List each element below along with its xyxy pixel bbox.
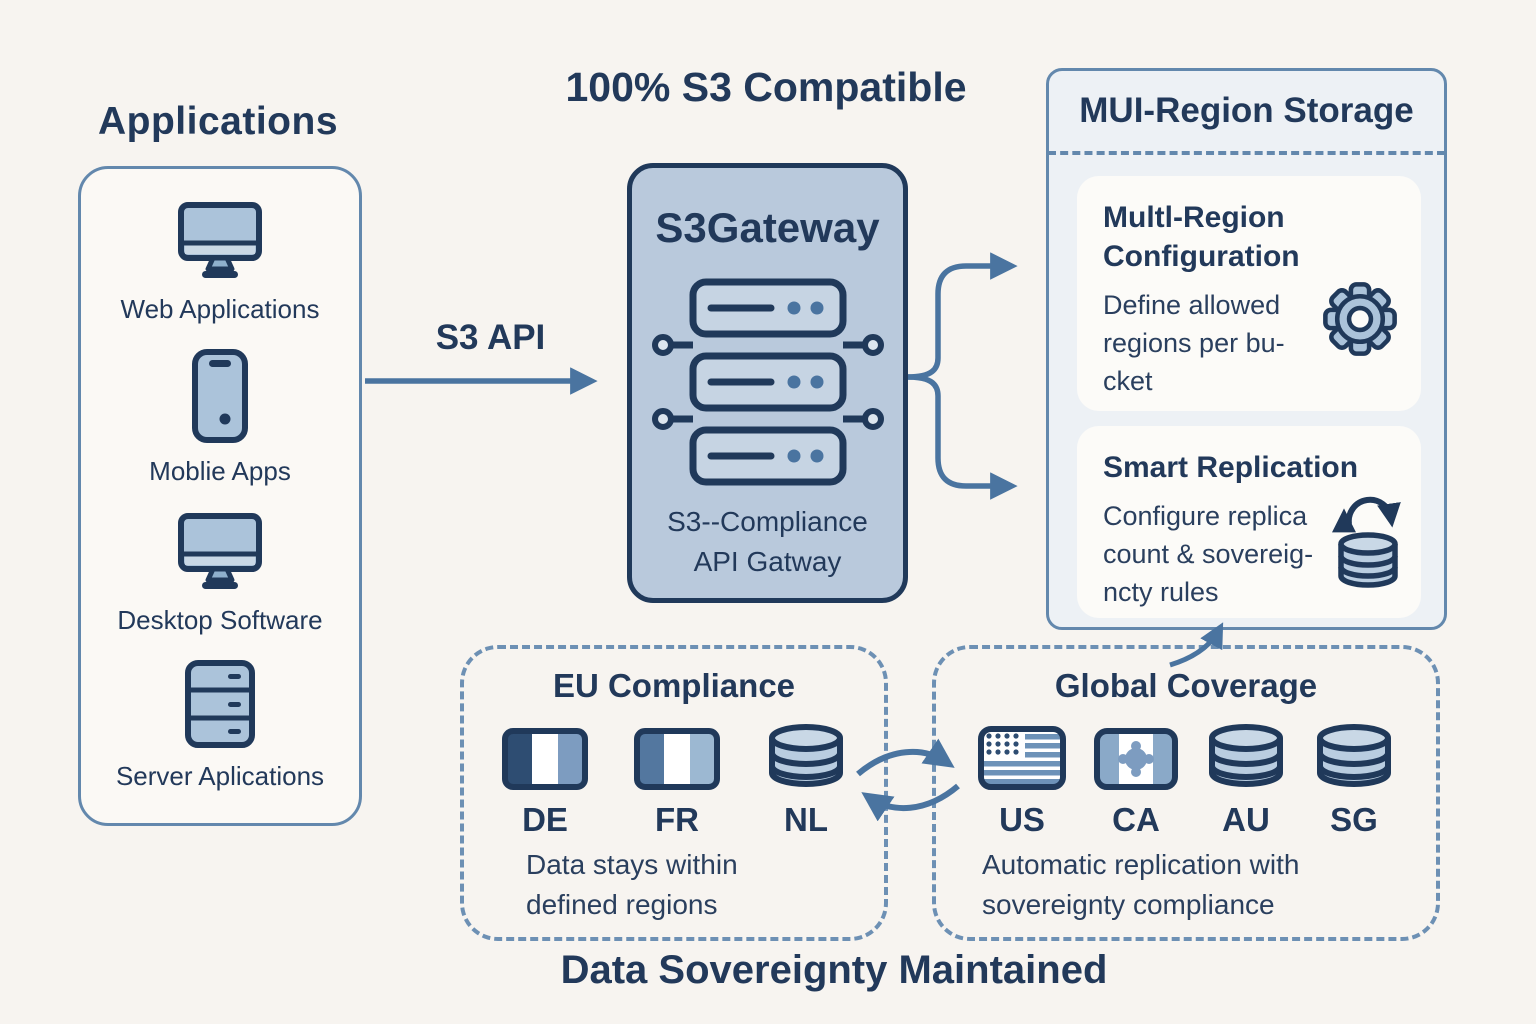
- card-title-line: Configuration: [1103, 240, 1300, 273]
- region-nl: NL: [765, 723, 847, 839]
- app-item-web-applications: Web Applications: [120, 200, 320, 325]
- region-sg: SG: [1313, 723, 1395, 839]
- us-flag-icon: [978, 726, 1066, 790]
- database-icon: [1209, 724, 1283, 787]
- s3-gateway-box: S3Gateway: [627, 163, 908, 603]
- multi-region-storage-box: MUI-Region Storage Multl-Region Configur…: [1046, 68, 1447, 630]
- eu-caption: Data stays within defined regions: [526, 845, 738, 925]
- server-icon: [184, 659, 255, 748]
- eu-caption-line: Data stays within: [526, 849, 738, 880]
- app-item-label: Web Applications: [120, 294, 320, 325]
- global-coverage-box: Global Coverage: [932, 645, 1440, 941]
- monitor-icon: [177, 202, 262, 279]
- global-region-row: US: [936, 723, 1436, 839]
- region-de: DE: [501, 727, 589, 839]
- smart-replication-card: Smart Replication Configure replica coun…: [1077, 426, 1421, 618]
- card-body-line: Define allowed: [1103, 290, 1281, 320]
- storage-box-title: MUI-Region Storage: [1079, 91, 1414, 130]
- s3-gateway-title: S3Gateway: [655, 204, 880, 251]
- card-body: Define allowed regions per bu- cket: [1103, 286, 1395, 400]
- applications-box: Web Applications Moblie Apps Desktop Sof…: [78, 166, 362, 826]
- region-fr: FR: [633, 727, 721, 839]
- global-caption: Automatic replication with sovereignty c…: [982, 845, 1299, 925]
- region-code: FR: [655, 801, 699, 838]
- region-au: AU: [1205, 723, 1287, 839]
- eu-compliance-title: EU Compliance: [552, 667, 796, 704]
- card-title: Multl-Region Configuration: [1103, 198, 1395, 276]
- eu-caption-line: defined regions: [526, 889, 718, 920]
- smartphone-icon: [192, 349, 248, 444]
- gateway-to-config-arrow: [907, 252, 1018, 380]
- replication-icon: [1332, 496, 1401, 588]
- eu-compliance-box: EU Compliance DE: [460, 645, 888, 941]
- region-code: DE: [522, 801, 568, 838]
- global-caption-line: Automatic replication with: [982, 849, 1300, 880]
- region-us: US: [977, 725, 1067, 839]
- s3-api-label: S3 API: [435, 318, 546, 357]
- s3-gateway-subtitle: S3--Compliance API Gatway: [632, 502, 903, 582]
- card-title-line: Smart Replication: [1103, 451, 1359, 484]
- global-coverage-title: Global Coverage: [1054, 667, 1318, 704]
- app-item-mobile-apps: Moblie Apps: [149, 348, 291, 487]
- region-code: NL: [784, 801, 828, 838]
- app-item-server-applications: Server Aplications: [116, 659, 324, 792]
- canada-flag-icon: [1094, 728, 1178, 790]
- database-icon: [1317, 724, 1391, 787]
- s3-gateway-subtitle-line: API Gatway: [693, 546, 842, 577]
- app-item-label: Server Aplications: [115, 760, 325, 791]
- monitor-icon: [178, 512, 262, 589]
- region-ca: CA: [1093, 727, 1179, 839]
- data-sovereignty-heading: Data Sovereignty Maintained: [560, 948, 1108, 992]
- region-code: SG: [1330, 801, 1378, 838]
- region-code: US: [999, 801, 1045, 838]
- s3-compatible-heading: 100% S3 Compatible: [565, 64, 967, 110]
- card-body-line: Configure replica: [1103, 501, 1308, 531]
- app-item-label: Moblie Apps: [149, 456, 291, 487]
- gear-icon: [1323, 282, 1397, 356]
- applications-heading: Applications: [98, 100, 339, 143]
- card-title: Smart Replication: [1103, 448, 1395, 487]
- france-flag-icon: [634, 728, 720, 790]
- card-body-line: count & sovereig-: [1103, 539, 1314, 569]
- card-title-line: Multl-Region: [1103, 201, 1285, 234]
- card-body-line: cket: [1103, 366, 1153, 396]
- germany-flag-icon: [502, 728, 588, 790]
- dashed-divider: [1048, 151, 1445, 155]
- server-rack-icon: [651, 278, 884, 486]
- region-code: CA: [1112, 801, 1160, 838]
- global-caption-line: sovereignty compliance: [982, 889, 1275, 920]
- multi-region-configuration-card: Multl-Region Configuration Define allowe…: [1077, 176, 1421, 411]
- region-code: AU: [1222, 801, 1270, 838]
- eu-region-row: DE FR: [464, 723, 884, 839]
- card-body-line: ncty rules: [1103, 577, 1219, 607]
- app-item-label: Desktop Software: [117, 604, 323, 635]
- gateway-to-replication-arrow: [907, 374, 1018, 500]
- card-body: Configure replica count & sovereig- ncty…: [1103, 497, 1395, 611]
- app-item-desktop-software: Desktop Software: [117, 511, 323, 636]
- database-icon: [769, 724, 843, 787]
- card-body-line: regions per bu-: [1103, 328, 1285, 358]
- s3-gateway-subtitle-line: S3--Compliance: [667, 506, 868, 537]
